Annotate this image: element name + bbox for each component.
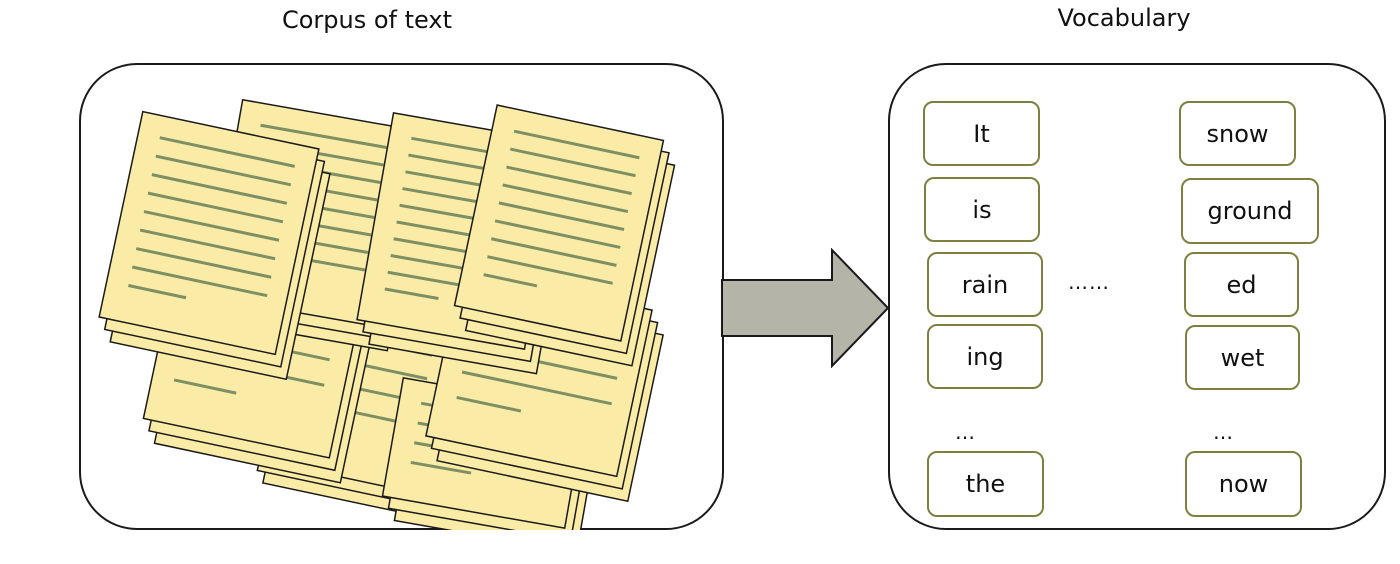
document-stack [453, 104, 676, 367]
left-column-ellipsis: … [955, 420, 976, 444]
text-line [260, 123, 387, 149]
document-stack [98, 110, 331, 381]
text-line [483, 273, 538, 288]
text-line [143, 210, 280, 242]
token-wet: wet [1185, 325, 1300, 390]
text-line [135, 247, 272, 279]
document-stacks [98, 98, 676, 530]
text-line [506, 165, 633, 196]
text-line [498, 201, 625, 231]
text-line [490, 237, 617, 267]
token-the: the [927, 451, 1044, 517]
text-line [151, 173, 288, 205]
text-line [128, 284, 187, 300]
text-line [410, 460, 472, 475]
token-it: It [923, 101, 1040, 166]
arrow-shape [721, 248, 890, 368]
token-snow: snow [1179, 101, 1296, 166]
token-is: is [924, 177, 1040, 242]
text-line [147, 191, 284, 224]
text-line [384, 287, 439, 300]
token-rain: rain [927, 252, 1043, 317]
vocabulary-title: Vocabulary [1057, 4, 1191, 32]
right-column-ellipsis: … [1213, 420, 1234, 444]
text-line [139, 228, 276, 261]
text-line [487, 255, 613, 285]
text-line [456, 395, 522, 413]
corpus-title: Corpus of text [281, 6, 452, 34]
token-ing: ing [927, 324, 1043, 389]
text-line [159, 136, 296, 168]
arrow-icon [721, 248, 890, 368]
text-line [461, 370, 612, 406]
text-line [509, 147, 636, 178]
middle-ellipsis: …… [1068, 270, 1110, 294]
text-line [155, 154, 292, 187]
text-line [513, 129, 640, 160]
text-line [502, 183, 629, 214]
text-line [494, 219, 621, 249]
text-line [173, 378, 237, 395]
token-ed: ed [1184, 252, 1299, 317]
token-now: now [1185, 451, 1302, 517]
token-ground: ground [1181, 178, 1319, 244]
text-line [131, 265, 268, 298]
